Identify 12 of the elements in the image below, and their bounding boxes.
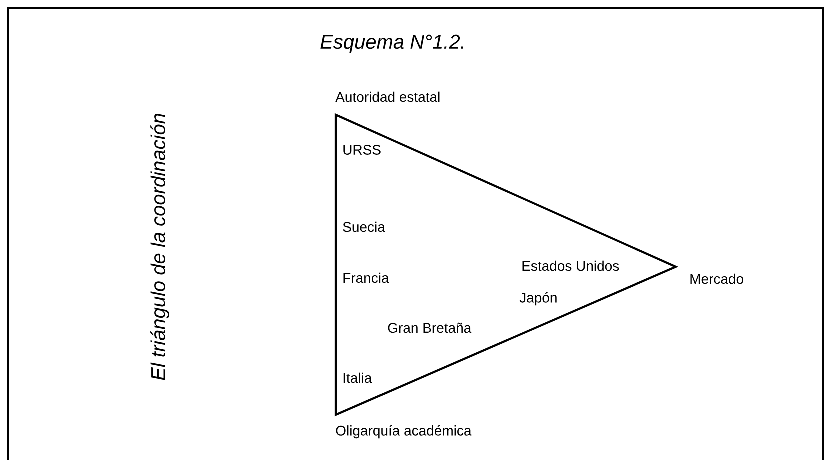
text-label: Suecia bbox=[343, 222, 386, 232]
vertical-heading: El triángulo de la coordinación bbox=[150, 114, 170, 380]
text-label: Autoridad estatal bbox=[336, 92, 440, 102]
text-label: Mercado bbox=[690, 274, 744, 284]
text-label: Estados Unidos bbox=[522, 260, 620, 272]
title: Esquema N°1.2. bbox=[320, 34, 464, 54]
text-label: Gran Bretaña bbox=[388, 322, 472, 334]
text-label: Oligarquía académica bbox=[336, 425, 472, 439]
text-label: Francia bbox=[344, 272, 390, 284]
text-label: URSS bbox=[344, 145, 381, 155]
text-label: Japón bbox=[520, 292, 557, 306]
text-label: Italia bbox=[344, 372, 372, 384]
